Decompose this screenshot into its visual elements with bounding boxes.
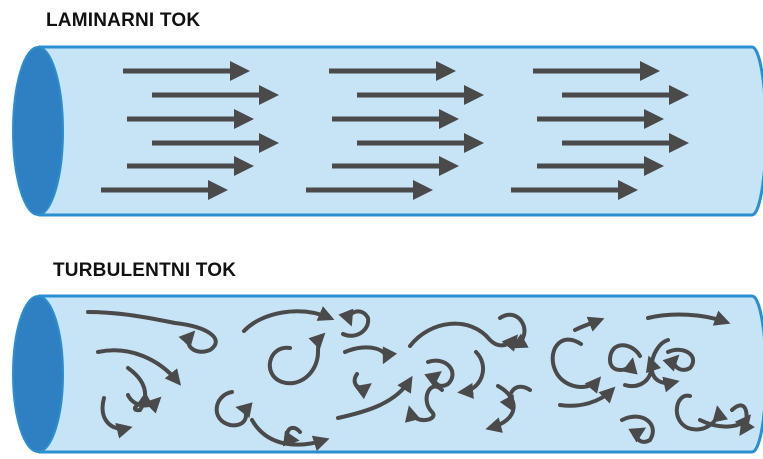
laminar-flow-arrows (101, 61, 689, 200)
laminar-pipe (12, 45, 763, 217)
turbulent-flow-arrows (86, 306, 755, 452)
laminar-flow-title: LAMINARNI TOK (46, 10, 201, 31)
turbulent-flow-title: TURBULENTNI TOK (53, 260, 237, 281)
turbulent-pipe (12, 294, 763, 454)
